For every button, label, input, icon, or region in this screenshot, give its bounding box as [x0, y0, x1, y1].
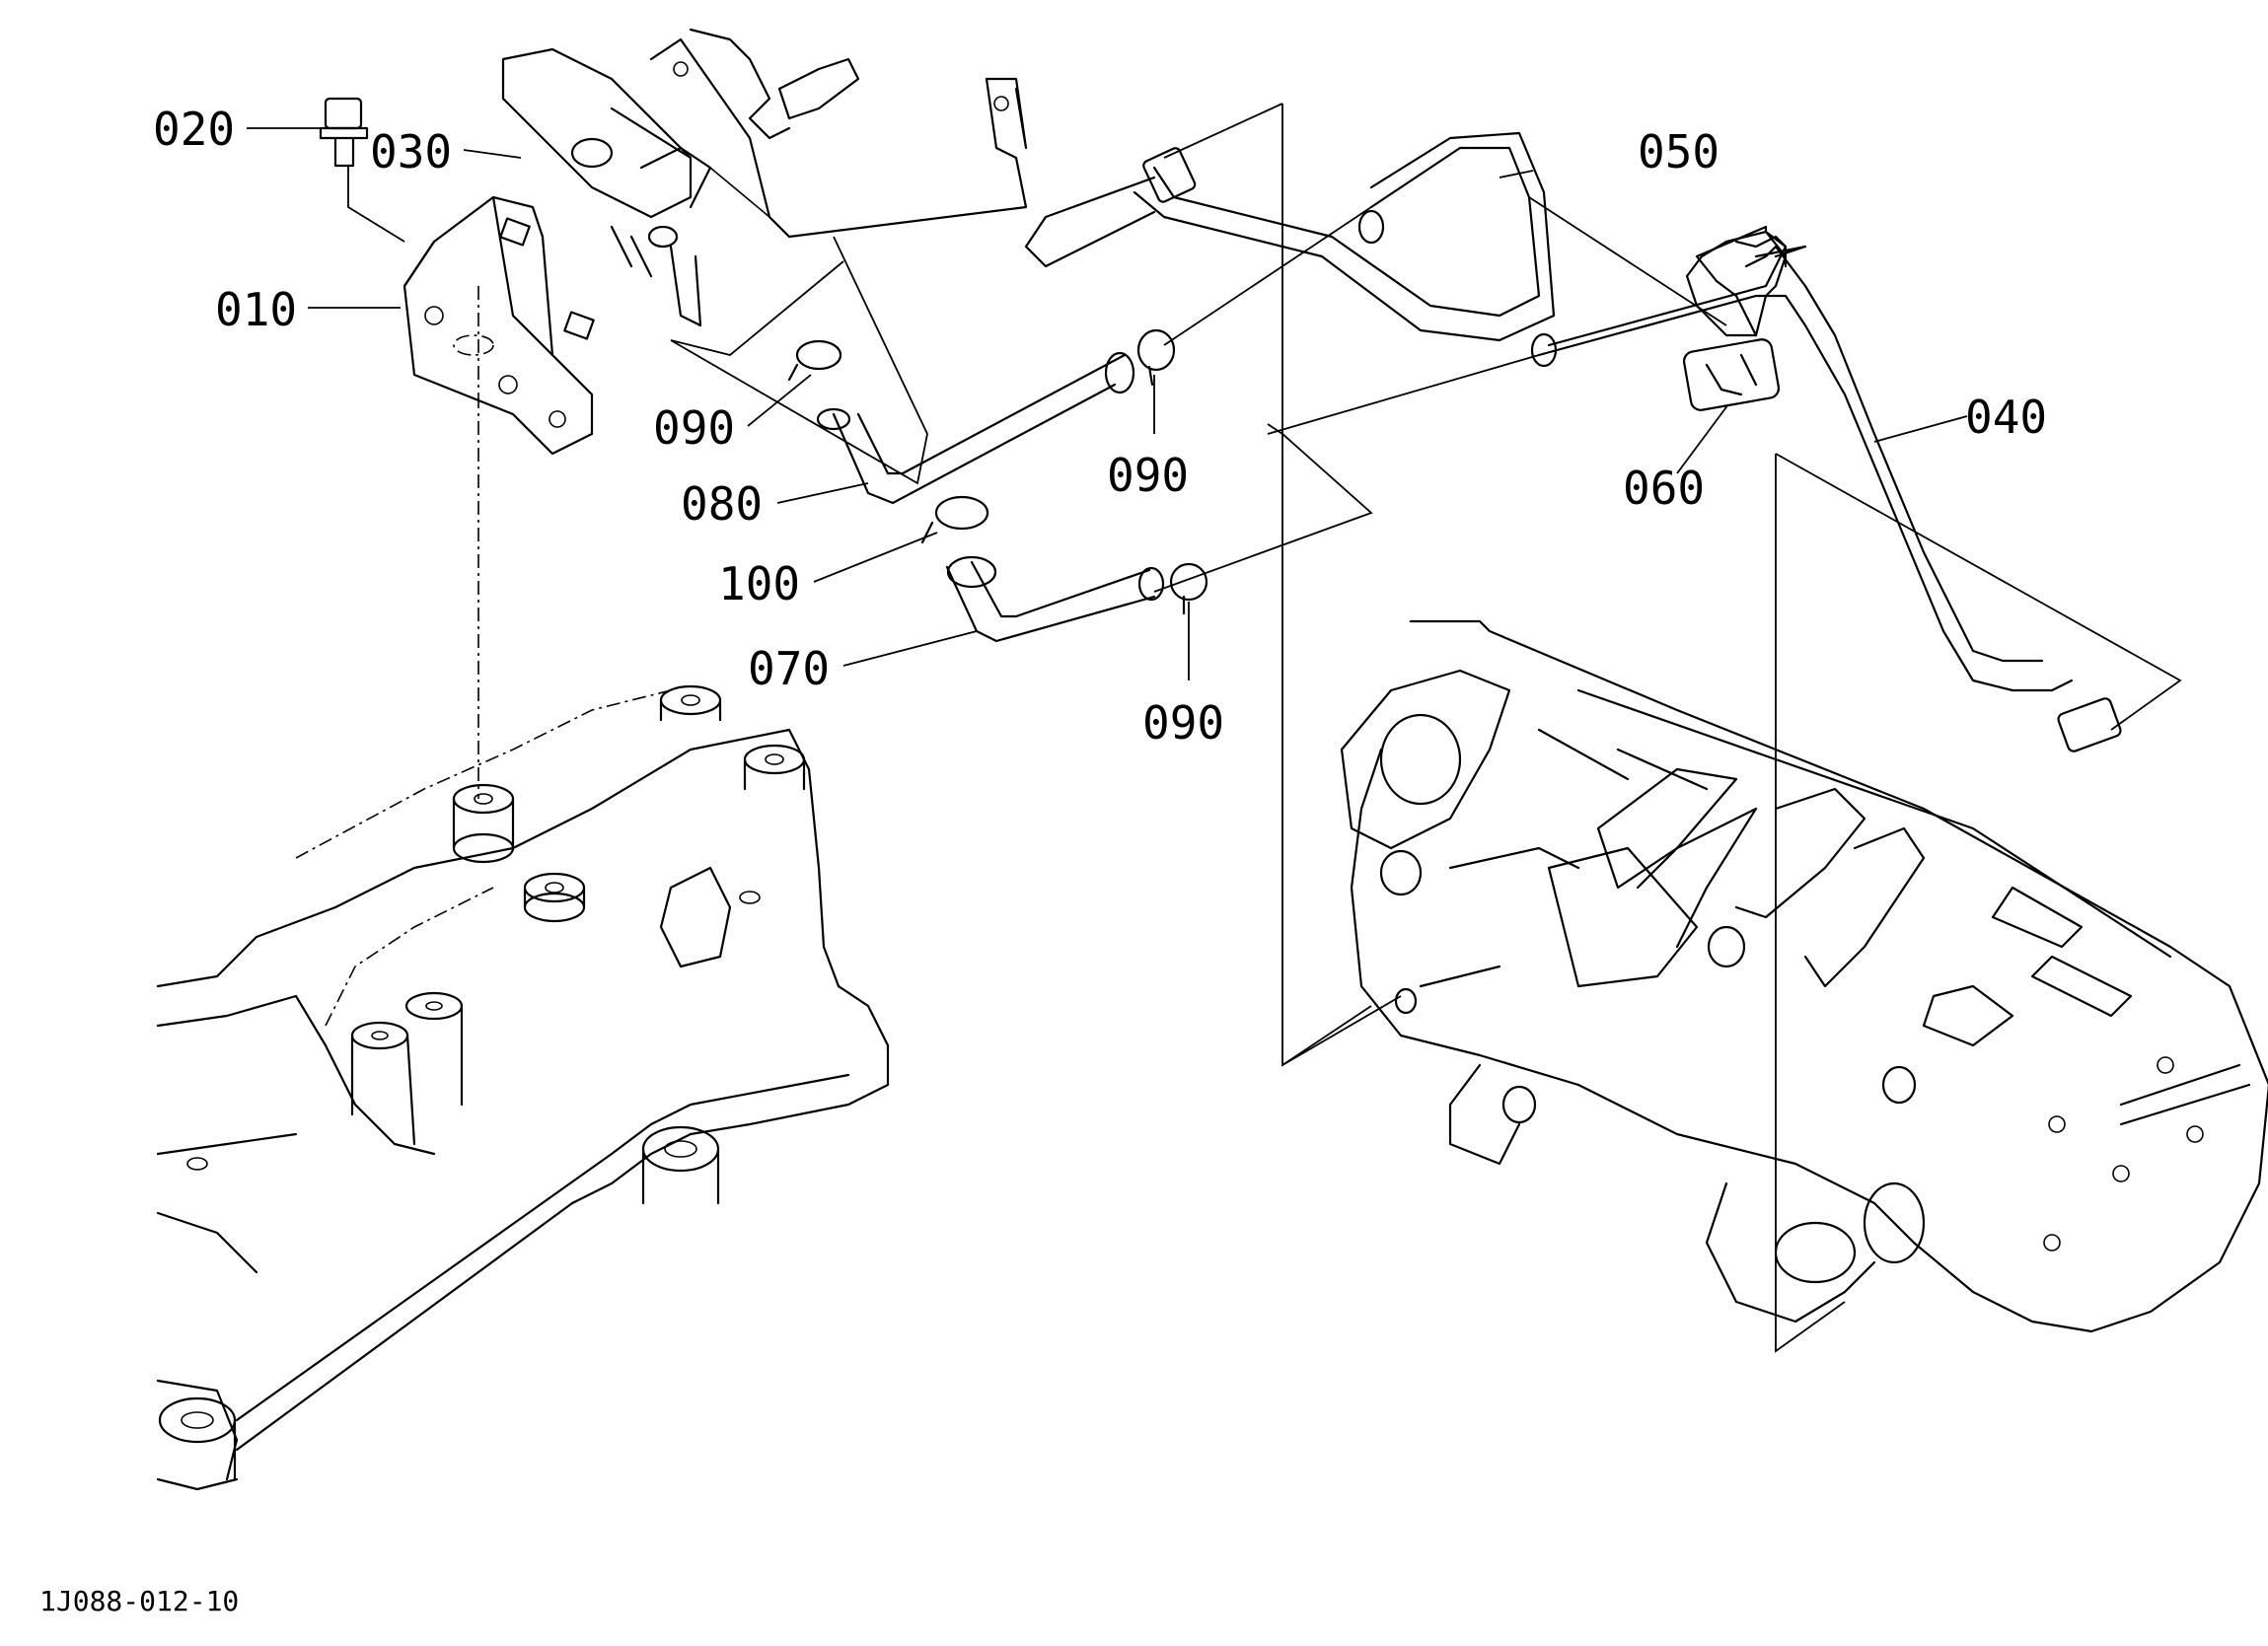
label-part-080: 080	[681, 477, 763, 531]
bracket-010-drawing	[402, 195, 595, 456]
label-part-100: 100	[718, 557, 800, 610]
hose-070-drawing	[945, 555, 1165, 643]
sensor-030-drawing	[501, 28, 1028, 327]
pipe-040-drawing	[1530, 225, 2122, 752]
label-part-010: 010	[215, 283, 297, 336]
label-part-030: 030	[370, 125, 452, 179]
label-part-050: 050	[1638, 125, 1719, 179]
label-part-020: 020	[153, 103, 235, 156]
clamps-drawing	[787, 328, 1208, 615]
label-part-090-middle: 090	[1107, 449, 1189, 502]
pipe-050-drawing	[1024, 131, 1556, 342]
label-part-070: 070	[748, 642, 830, 695]
label-part-060: 060	[1623, 462, 1705, 515]
label-part-090-lower: 090	[1142, 696, 1224, 750]
bolt-020-drawing	[319, 97, 369, 168]
label-part-040: 040	[1965, 391, 2047, 444]
reference-lines	[347, 103, 2182, 1353]
drawing-code: 1J088-012-10	[39, 1585, 239, 1617]
muffler-drawing	[1340, 619, 2268, 1333]
clamp-060-drawing	[1682, 338, 1781, 411]
engine-head-drawing	[156, 684, 890, 1491]
label-part-090-upper-left: 090	[653, 401, 735, 455]
leader-lines	[247, 127, 1968, 680]
part-labels: 020 030 010 050 040 060 090 090 080 100 …	[153, 103, 2047, 750]
hose-080-drawing	[816, 351, 1135, 505]
